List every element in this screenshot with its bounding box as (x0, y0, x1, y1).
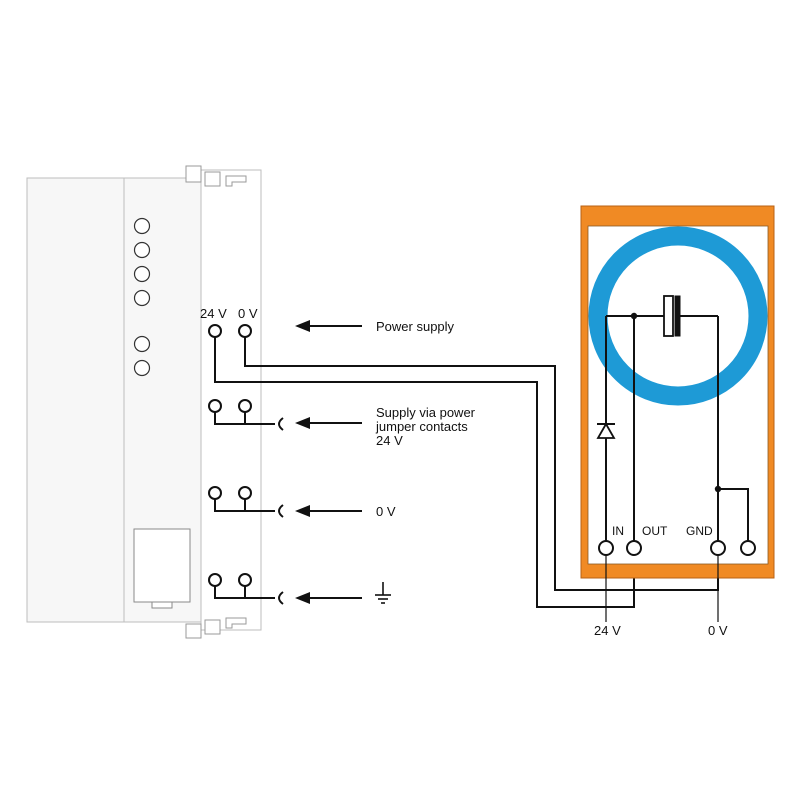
label-out: OUT (642, 524, 668, 538)
left-arrow-icon (295, 417, 362, 429)
jumper-contact-24v (208, 399, 284, 431)
module-leads (605, 555, 719, 622)
status-led (133, 217, 151, 235)
terminal[interactable] (208, 399, 222, 413)
supply-terminal-block (185, 165, 262, 639)
ring-icon (588, 226, 768, 406)
service-port (133, 528, 191, 603)
terminal-out[interactable] (626, 540, 642, 556)
label-0v-top: 0 V (238, 306, 258, 321)
label-jumper-line3: 24 V (376, 433, 403, 448)
left-arrow-icon (295, 505, 362, 517)
label-gnd: GND (686, 524, 713, 538)
label-24v-top: 24 V (200, 306, 227, 321)
jumper-contact-0v (208, 486, 284, 518)
label-jumper-line2: jumper contacts (375, 419, 468, 434)
terminal[interactable] (208, 573, 222, 587)
status-led (133, 335, 151, 353)
left-arrow-icon (295, 592, 362, 604)
label-0v: 0 V (376, 504, 396, 519)
capacitor-icon (663, 295, 681, 337)
left-arrow-icon (295, 320, 362, 332)
terminal[interactable] (238, 573, 252, 587)
controller-housing (26, 177, 202, 623)
label-24v-bottom: 24 V (594, 623, 621, 638)
label-power-supply: Power supply (376, 319, 455, 334)
label-jumper-line1: Supply via power (376, 405, 476, 420)
buffer-module (580, 205, 775, 579)
junction-dot (714, 485, 722, 493)
status-led (133, 241, 151, 259)
label-in: IN (612, 524, 624, 538)
terminal[interactable] (238, 486, 252, 500)
terminal[interactable] (238, 399, 252, 413)
junction-dot (630, 312, 638, 320)
status-led (133, 289, 151, 307)
status-led (133, 265, 151, 283)
terminal[interactable] (208, 486, 222, 500)
terminal-in[interactable] (598, 540, 614, 556)
status-led (133, 359, 151, 377)
jumper-contact-ground (208, 573, 284, 605)
diode-icon (596, 422, 616, 439)
terminal-aux[interactable] (740, 540, 756, 556)
terminal-0v[interactable] (238, 324, 252, 338)
label-0v-bottom: 0 V (708, 623, 728, 638)
terminal-24v[interactable] (208, 324, 222, 338)
terminal-gnd[interactable] (710, 540, 726, 556)
ground-icon (375, 582, 391, 604)
